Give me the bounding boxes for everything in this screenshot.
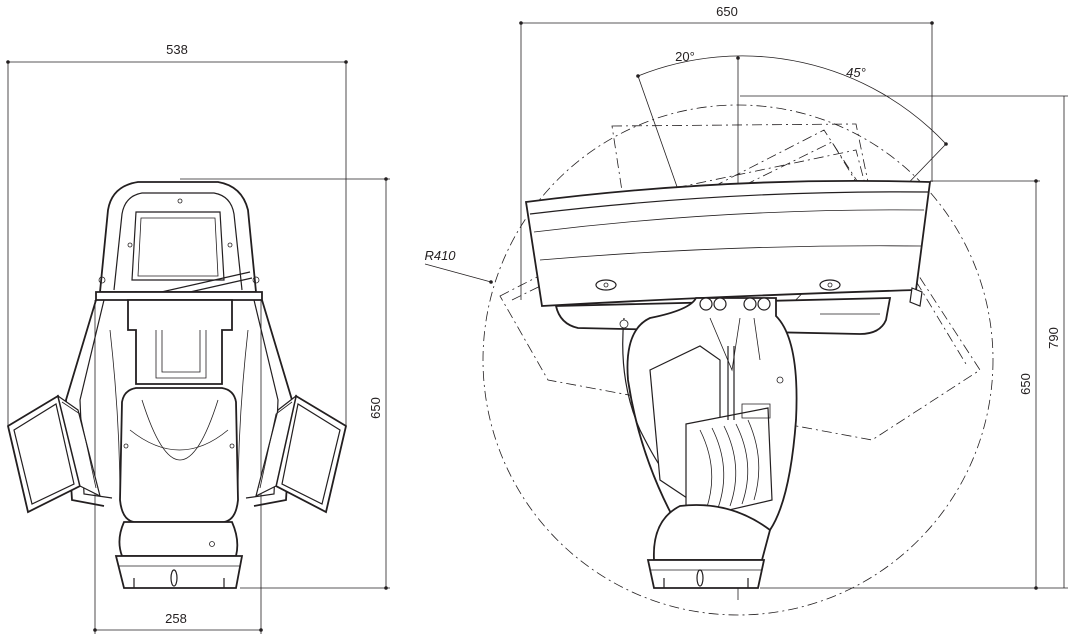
side-base [646,504,772,589]
side-width-label: 650 [716,4,738,19]
front-left-illuminator [6,394,101,514]
front-width-label: 538 [166,42,188,57]
dim-front-height: 650 [180,177,390,590]
side-height-label: 650 [1018,373,1033,395]
front-body [119,299,239,523]
radius-label: R410 [424,248,456,263]
side-overall-height-label: 790 [1046,327,1061,349]
sweep-radius: R410 [424,104,994,616]
front-height-label: 650 [368,397,383,419]
front-right-illuminator [255,394,348,514]
front-base-label: 258 [165,611,187,626]
front-view: 538 650 258 [6,42,390,634]
housing-knob-left [595,279,617,291]
front-base [114,521,244,589]
side-view: 650 20° 45° R410 [424,4,1068,616]
housing-knob-right [819,279,841,291]
tilt-up-label: 20° [675,49,695,64]
dim-front-width: 538 [6,42,348,425]
side-body [619,297,798,531]
dim-side-width: 650 [519,4,934,300]
front-housing [95,181,263,307]
dim-front-base: 258 [93,300,263,634]
dim-side-heights: 790 650 [740,95,1068,590]
tilt-down-label: 45° [846,65,866,80]
